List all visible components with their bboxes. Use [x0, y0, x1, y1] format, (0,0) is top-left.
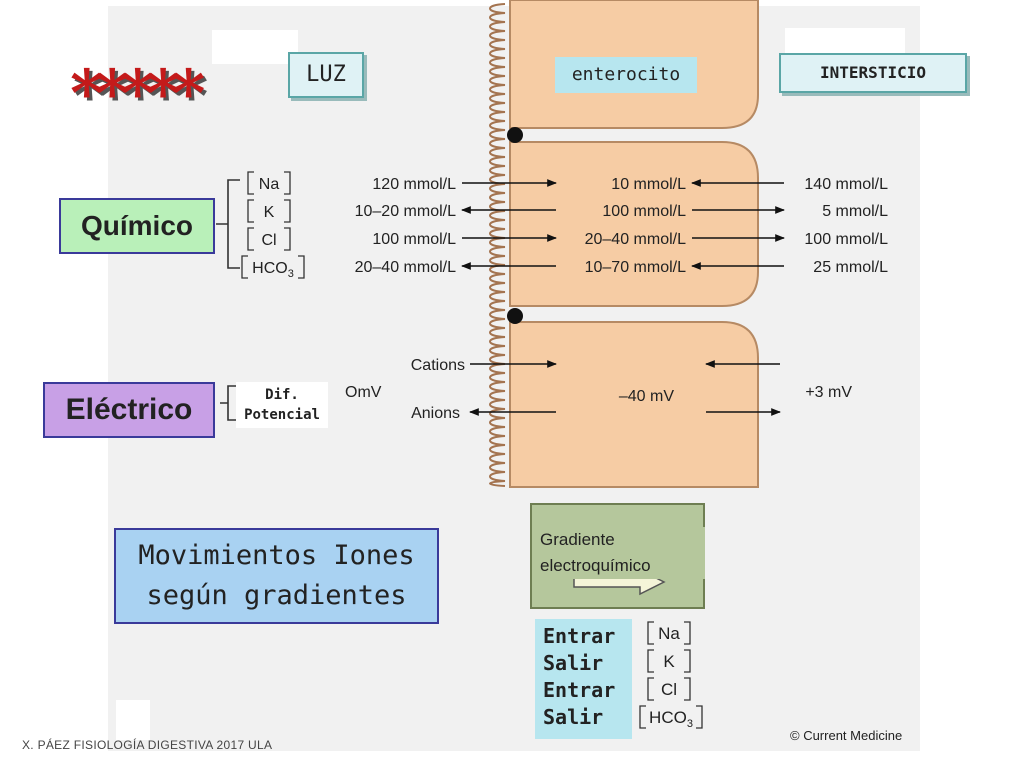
na-cell-conc: 10 mmol/L: [611, 176, 686, 193]
whiteout-patch: [212, 30, 298, 64]
gradiente-line1: Gradiente: [540, 530, 615, 549]
ion-label-hco3: HCO3: [241, 255, 305, 280]
movimientos-iones-box: Movimientos Iones según gradientes: [114, 528, 439, 624]
action-na: Entrar: [543, 624, 616, 648]
summary-ion-na: Na: [658, 624, 680, 643]
k-lumen-conc: 10–20 mmol/L: [355, 203, 456, 220]
tight-junction-upper: [507, 127, 523, 143]
intersticio-label: INTERSTICIO: [779, 53, 967, 93]
ion-label-na: Na: [247, 171, 291, 195]
quimico-label: Químico: [59, 198, 215, 254]
cations-label: Cations: [411, 357, 465, 374]
tight-junction-lower: [507, 308, 523, 324]
ion-cl-text: Cl: [261, 232, 276, 249]
movimientos-line1: Movimientos Iones: [138, 540, 415, 571]
ion-label-k: K: [247, 199, 291, 223]
action-cl: Entrar: [543, 678, 616, 702]
dif-potential-bracket: [220, 385, 236, 421]
hco3-lumen-conc: 20–40 mmol/L: [355, 259, 456, 276]
na-interstitium-conc: 140 mmol/L: [804, 176, 888, 193]
cl-lumen-conc: 100 mmol/L: [372, 231, 456, 248]
lumen-potential: OmV: [345, 384, 382, 401]
asterisk-decoration: *****: [70, 56, 205, 131]
gradiente-electroquimico-box: Gradiente electroquímico: [530, 503, 705, 609]
gradiente-line2: electroquímico: [540, 556, 651, 575]
ion-na-text: Na: [259, 176, 280, 193]
dif-line1: Dif.: [265, 387, 299, 403]
enterocyte-bottom: [509, 321, 759, 488]
anions-label: Anions: [411, 405, 460, 422]
ion-k-text: K: [264, 204, 275, 221]
movement-direction-list: Entrar Salir Entrar Salir: [535, 619, 632, 739]
enterocito-label: enterocito: [555, 57, 697, 93]
gradiente-label: Gradiente electroquímico: [540, 527, 705, 579]
ion-hco3-text: HCO3: [252, 260, 294, 280]
interstitium-potential: +3 mV: [805, 384, 852, 401]
dif-line2: Potencial: [244, 407, 320, 423]
whiteout-patch: [116, 700, 150, 740]
ion-label-cl: Cl: [247, 227, 291, 251]
hco3-interstitium-conc: 25 mmol/L: [813, 259, 888, 276]
cl-interstitium-conc: 100 mmol/L: [804, 231, 888, 248]
summary-ion-cl: Cl: [661, 680, 677, 699]
hco3-cell-conc: 10–70 mmol/L: [585, 259, 686, 276]
k-interstitium-conc: 5 mmol/L: [822, 203, 888, 220]
action-hco3: Salir: [543, 705, 604, 729]
cl-cell-conc: 20–40 mmol/L: [585, 231, 686, 248]
copyright-text: © Current Medicine: [790, 728, 903, 743]
enterocyte-middle: [509, 141, 759, 307]
microvilli-brush-border: [489, 3, 506, 487]
dif-potencial-label: Dif. Potencial: [236, 382, 328, 428]
summary-ion-k: K: [663, 652, 675, 671]
cell-potential: –40 mV: [619, 388, 674, 405]
whiteout-patch: [785, 28, 905, 56]
chemical-group-bracket: [216, 179, 240, 269]
summary-ion-hco3: HCO3: [649, 708, 693, 730]
electrico-label: Eléctrico: [43, 382, 215, 438]
na-lumen-conc: 120 mmol/L: [372, 176, 456, 193]
movimientos-line2: según gradientes: [146, 580, 407, 611]
action-k: Salir: [543, 651, 604, 675]
k-cell-conc: 100 mmol/L: [602, 203, 686, 220]
footer-credit: X. PÁEZ FISIOLOGÍA DIGESTIVA 2017 ULA: [22, 738, 273, 752]
luz-label: LUZ: [288, 52, 364, 98]
